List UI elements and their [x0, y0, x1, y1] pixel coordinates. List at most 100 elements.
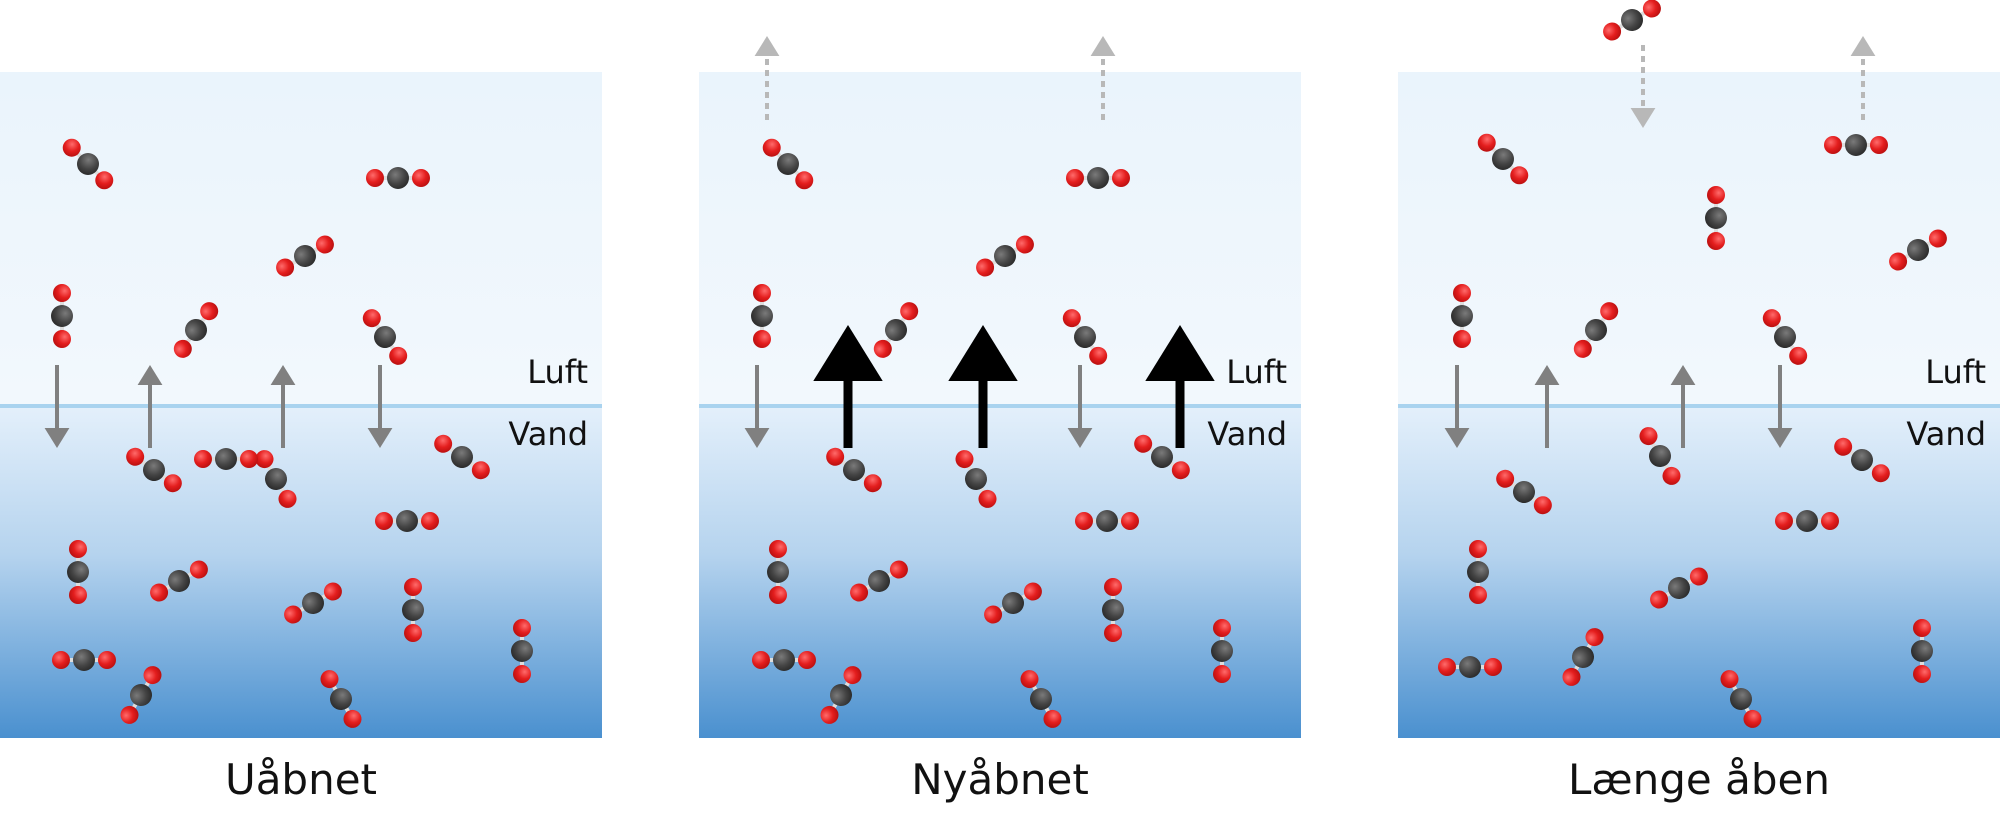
air-region: [699, 72, 1301, 405]
oxygen-atom: [1171, 461, 1190, 480]
oxygen-atom: [69, 540, 87, 558]
carbon-atom: [830, 684, 852, 706]
bold-arrow-up-out-of-water: [813, 325, 883, 448]
co2-molecule: [1762, 309, 1808, 365]
oxygen-atom: [1662, 466, 1681, 485]
carbon-atom: [1572, 646, 1594, 668]
oxygen-atom: [873, 339, 892, 358]
co2-molecule: [366, 167, 430, 189]
oxygen-atom: [412, 169, 430, 187]
co2-molecule: [194, 448, 258, 470]
oxygen-atom: [1484, 658, 1502, 676]
carbon-atom: [1151, 446, 1173, 468]
oxygen-atom: [320, 670, 339, 689]
oxygen-atom: [1824, 136, 1842, 154]
oxygen-atom: [1075, 512, 1093, 530]
oxygen-atom: [513, 619, 531, 637]
oxygen-atom: [1121, 512, 1139, 530]
carbon-atom: [73, 649, 95, 671]
oxygen-atom: [843, 666, 862, 685]
oxygen-atom: [434, 434, 453, 453]
oxygen-atom: [1469, 540, 1487, 558]
oxygen-atom: [240, 450, 258, 468]
co2-molecule: [284, 582, 342, 624]
co2-molecule: [1824, 134, 1888, 156]
carbon-atom: [1845, 134, 1867, 156]
caption-laenge-aaben: Længe åben: [1568, 755, 1830, 804]
oxygen-atom: [1928, 229, 1947, 248]
escape-arrow-up: [1850, 36, 1876, 120]
oxygen-atom: [1585, 628, 1604, 647]
arrow-up-out-of-water: [1670, 365, 1696, 448]
oxygen-atom: [173, 339, 192, 358]
carbon-atom: [1911, 640, 1933, 662]
co2-molecule: [762, 138, 814, 190]
oxygen-atom: [1066, 169, 1084, 187]
co2-molecule: [120, 666, 162, 724]
oxygen-atom: [284, 605, 303, 624]
oxygen-atom: [389, 346, 408, 365]
oxygen-atom: [762, 138, 781, 157]
co2-molecule: [1477, 133, 1529, 185]
co2-molecule: [276, 235, 334, 277]
oxygen-atom: [1453, 284, 1471, 302]
oxygen-atom: [1600, 302, 1619, 321]
oxygen-atom: [1043, 709, 1062, 728]
oxygen-atom: [343, 709, 362, 728]
carbon-atom: [1096, 510, 1118, 532]
carbon-atom: [1074, 326, 1096, 348]
carbon-atom: [168, 570, 190, 592]
oxygen-atom: [1707, 232, 1725, 250]
carbon-atom: [185, 319, 207, 341]
oxygen-atom: [820, 705, 839, 724]
oxygen-atom: [1689, 567, 1708, 586]
oxygen-atom: [189, 560, 208, 579]
co2-molecule: [375, 510, 439, 532]
oxygen-atom: [1913, 619, 1931, 637]
oxygen-atom: [752, 651, 770, 669]
co2-molecule: [767, 540, 789, 604]
oxygen-atom: [98, 651, 116, 669]
oxygen-atom: [53, 284, 71, 302]
carbon-atom: [1513, 481, 1535, 503]
carbon-atom: [51, 305, 73, 327]
oxygen-atom: [850, 583, 869, 602]
oxygen-atom: [1642, 0, 1661, 18]
water-label: Vand: [1207, 415, 1287, 453]
escape-arrow-up: [754, 36, 780, 120]
co2-molecule: [1775, 510, 1839, 532]
oxygen-atom: [1020, 670, 1039, 689]
oxygen-atom: [1775, 512, 1793, 530]
oxygen-atom: [362, 309, 381, 328]
oxygen-atom: [1104, 624, 1122, 642]
co2-molecule: [955, 450, 997, 508]
co2-molecule: [850, 560, 908, 602]
arrow-down-into-water: [1444, 365, 1470, 448]
carbon-atom: [1796, 510, 1818, 532]
panel-laenge-aaben: Luft Vand: [1398, 72, 2000, 738]
water-label: Vand: [1906, 415, 1986, 453]
co2-molecule: [1720, 670, 1762, 728]
arrow-up-out-of-water: [137, 365, 163, 448]
carbon-atom: [1459, 656, 1481, 678]
co2-molecule: [1438, 656, 1502, 678]
oxygen-atom: [769, 540, 787, 558]
oxygen-atom: [126, 447, 145, 466]
oxygen-atom: [795, 171, 814, 190]
co2-molecule: [1603, 0, 1661, 41]
oxygen-atom: [1743, 709, 1762, 728]
oxygen-atom: [1213, 665, 1231, 683]
carbon-atom: [451, 446, 473, 468]
co2-molecule: [1705, 186, 1727, 250]
oxygen-atom: [863, 474, 882, 493]
oxygen-atom: [143, 666, 162, 685]
oxygen-atom: [1104, 578, 1122, 596]
oxygen-atom: [421, 512, 439, 530]
oxygen-atom: [255, 450, 274, 469]
co2-molecule: [1650, 567, 1708, 609]
co2-molecule: [67, 540, 89, 604]
oxygen-atom: [1089, 346, 1108, 365]
co2-molecule: [1020, 670, 1062, 728]
oxygen-atom: [513, 665, 531, 683]
carbon-atom: [1730, 688, 1752, 710]
